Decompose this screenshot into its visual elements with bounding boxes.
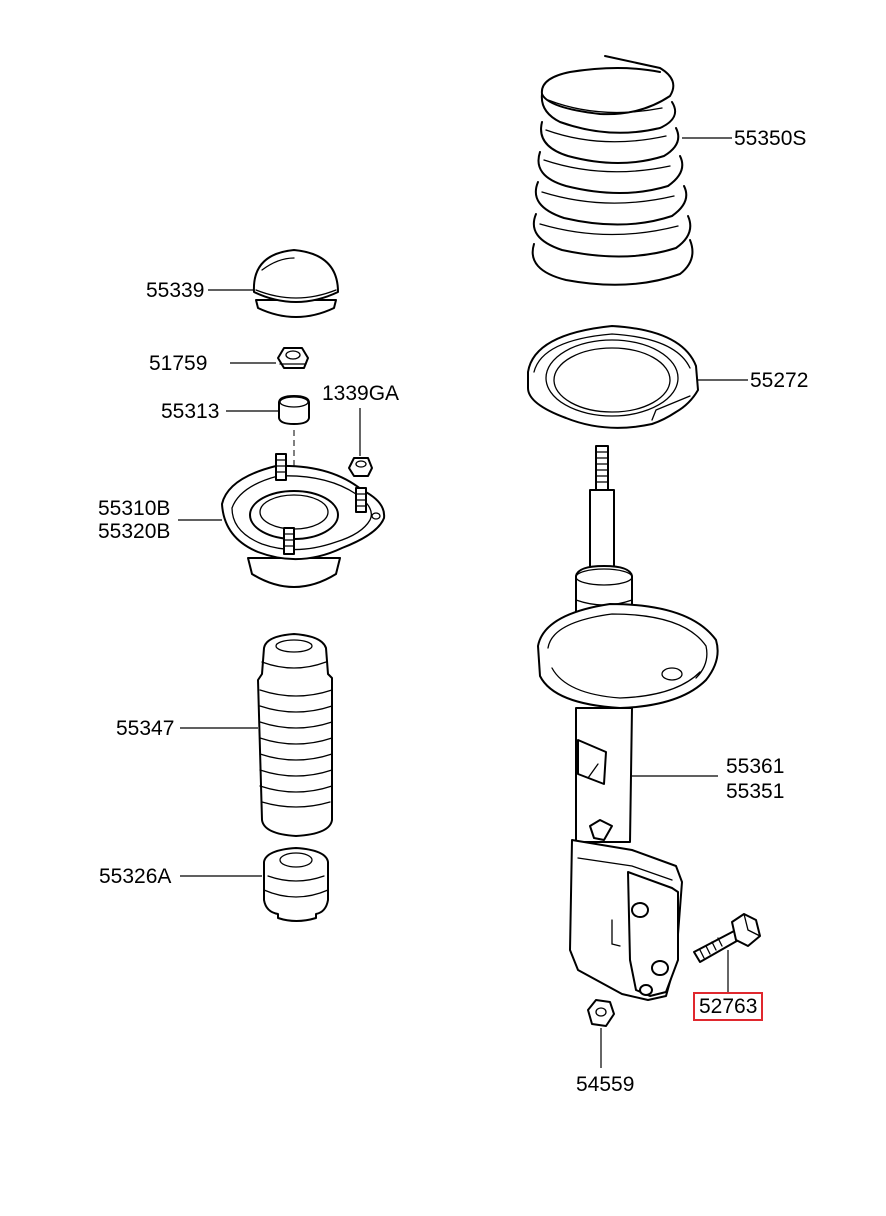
part-label-55320b[interactable]: 55320B: [98, 520, 171, 543]
flange-nut-drawing: [348, 457, 373, 477]
part-label-55339[interactable]: 55339: [146, 279, 205, 302]
dust-cap-drawing: [252, 249, 339, 318]
bump-stopper-drawing: [263, 847, 329, 922]
part-label-52763-highlighted[interactable]: 52763: [693, 992, 764, 1021]
part-label-55272[interactable]: 55272: [750, 369, 809, 392]
coil-spring-drawing: [531, 55, 694, 286]
strut-mount-drawing: [221, 453, 386, 588]
part-label-55350s[interactable]: 55350S: [734, 127, 807, 150]
dust-boot-drawing: [257, 633, 333, 837]
nut-drawing: [587, 999, 615, 1027]
part-label-55326a[interactable]: 55326A: [99, 865, 172, 888]
part-label-55351[interactable]: 55351: [726, 780, 785, 803]
part-label-55313[interactable]: 55313: [161, 400, 220, 423]
part-label-55347[interactable]: 55347: [116, 717, 175, 740]
part-label-1339ga[interactable]: 1339GA: [322, 382, 400, 405]
part-label-51759[interactable]: 51759: [149, 352, 208, 375]
lock-nut-drawing: [277, 347, 309, 369]
bolt-drawing: [693, 913, 761, 963]
part-label-55361[interactable]: 55361: [726, 755, 785, 778]
spring-pad-drawing: [527, 325, 699, 429]
strut-assembly-drawing: [537, 445, 719, 1001]
spacer-drawing: [278, 395, 310, 425]
part-label-55310b[interactable]: 55310B: [98, 497, 171, 520]
part-label-54559[interactable]: 54559: [576, 1073, 635, 1096]
